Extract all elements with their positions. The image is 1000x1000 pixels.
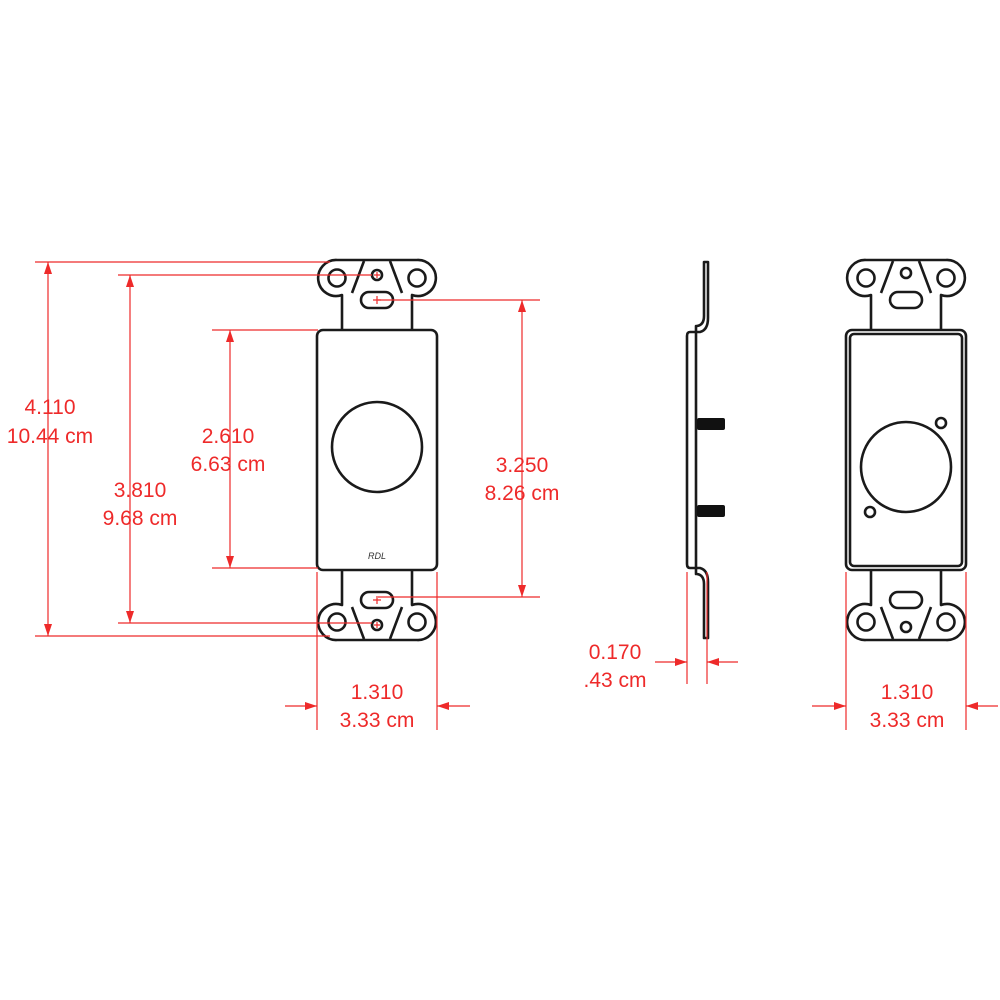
front-width-cm: 3.33 cm bbox=[340, 709, 415, 732]
dimension-arrow bbox=[226, 556, 234, 568]
plate-back-inner bbox=[848, 332, 964, 568]
overall-height-cm: 10.44 cm bbox=[7, 425, 93, 448]
mounting-hole-icon bbox=[936, 268, 956, 288]
slot-spacing-in: 3.250 bbox=[496, 454, 549, 477]
mounting-hole-icon bbox=[327, 612, 347, 632]
center-mark bbox=[373, 596, 381, 628]
mounting-hole-icon bbox=[407, 268, 427, 288]
bottom-ear bbox=[845, 570, 967, 642]
slot-spacing-cm: 8.26 cm bbox=[485, 482, 560, 505]
dimension-arrow bbox=[966, 702, 978, 710]
mounting-stud bbox=[697, 418, 725, 430]
dimension-arrow bbox=[126, 611, 134, 623]
connector-screw-hole bbox=[863, 505, 877, 519]
center-mark bbox=[373, 272, 381, 304]
back-width-cm: 3.33 cm bbox=[870, 709, 945, 732]
mounting-hole-icon bbox=[856, 612, 876, 632]
dimension-arrow bbox=[834, 702, 846, 710]
dimension-arrow bbox=[518, 585, 526, 597]
mounting-hole-icon bbox=[407, 612, 427, 632]
ear-edge bbox=[350, 260, 404, 294]
plate-face bbox=[315, 328, 439, 572]
screw-hole-icon bbox=[370, 618, 384, 632]
screw-hole-icon bbox=[899, 620, 913, 634]
back-width-in: 1.310 bbox=[881, 681, 934, 704]
back-view bbox=[844, 258, 968, 642]
connector-hole bbox=[330, 400, 424, 494]
connector-hole bbox=[859, 420, 953, 514]
side-view bbox=[685, 260, 725, 640]
side-profile bbox=[685, 260, 710, 640]
dimension-arrow bbox=[305, 702, 317, 710]
ear-outline bbox=[316, 258, 438, 330]
dimension-arrow bbox=[675, 658, 687, 666]
hole-spacing-cm: 9.68 cm bbox=[103, 507, 178, 530]
brand-mark: RDL bbox=[368, 551, 386, 561]
dimension-arrow bbox=[126, 275, 134, 287]
plate-height-cm: 6.63 cm bbox=[191, 453, 266, 476]
dimension-lines bbox=[35, 261, 998, 730]
plate-back bbox=[844, 328, 968, 572]
ear-outline bbox=[845, 570, 967, 642]
front-width-in: 1.310 bbox=[351, 681, 404, 704]
bottom-ear bbox=[316, 570, 438, 642]
thickness-cm: .43 cm bbox=[583, 669, 646, 692]
ear-edge bbox=[879, 606, 933, 640]
ear-outline bbox=[845, 258, 967, 330]
screw-slot-icon bbox=[888, 590, 924, 610]
dimension-arrow bbox=[226, 330, 234, 342]
front-view bbox=[315, 258, 439, 642]
top-ear bbox=[316, 258, 438, 330]
thickness-in: 0.170 bbox=[589, 641, 642, 664]
screw-slot-icon bbox=[888, 290, 924, 310]
dimension-arrow bbox=[44, 262, 52, 274]
mounting-hole-icon bbox=[327, 268, 347, 288]
mounting-hole-icon bbox=[856, 268, 876, 288]
dimension-arrow bbox=[44, 624, 52, 636]
screw-hole-icon bbox=[899, 266, 913, 280]
dimension-arrow bbox=[707, 658, 719, 666]
dimension-arrow bbox=[437, 702, 449, 710]
screw-slot-icon bbox=[359, 590, 395, 610]
hole-spacing-in: 3.810 bbox=[114, 479, 167, 502]
top-ear bbox=[845, 258, 967, 330]
ear-edge bbox=[879, 260, 933, 294]
dimension-arrow bbox=[518, 300, 526, 312]
mounting-stud bbox=[697, 505, 725, 517]
connector-screw-hole bbox=[934, 416, 948, 430]
mounting-hole-icon bbox=[936, 612, 956, 632]
overall-height-in: 4.110 bbox=[25, 396, 76, 419]
ear-outline bbox=[316, 570, 438, 642]
plate-height-in: 2.610 bbox=[202, 425, 255, 448]
